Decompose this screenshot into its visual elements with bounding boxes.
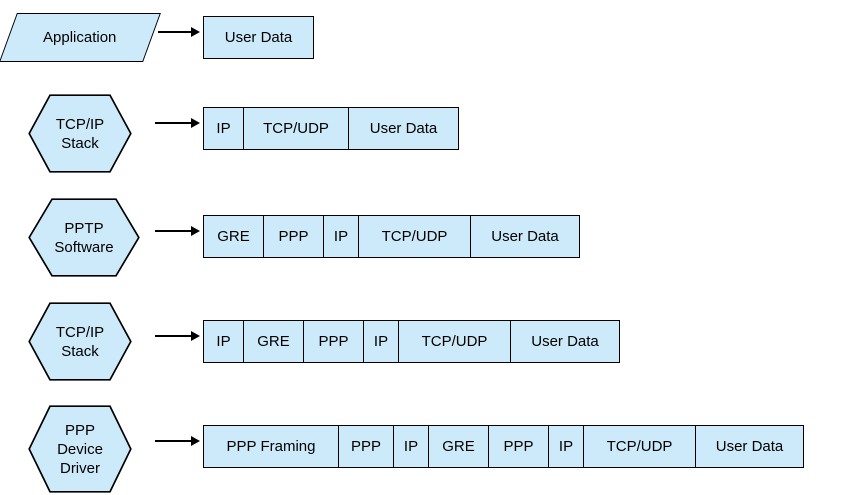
right-arrow-icon [158,26,200,38]
arrow-head [191,225,200,236]
right-arrow-icon [155,435,200,447]
packet-cell[interactable]: GRE [429,426,489,467]
hexagon-outline [28,405,132,493]
stage-shape-pptp-software[interactable]: PPTP Software [28,198,140,277]
arrow-head [191,330,200,341]
packet-cell[interactable]: TCP/UDP [584,426,696,467]
stage-shape-tcp-ip-stack-1[interactable]: TCP/IP Stack [28,94,132,173]
arrow-shaft [155,335,192,337]
stage-label-pptp-software: PPTP Software [54,219,114,256]
arrow-head [191,117,200,128]
hexagon-outline [28,94,132,173]
packet-cell[interactable]: User Data [511,321,619,362]
packet-cell[interactable]: User Data [471,216,579,257]
arrow-head [191,26,200,37]
packet-cell[interactable]: IP [394,426,429,467]
packet-cell[interactable]: PPP [304,321,364,362]
packet-cell[interactable]: PPP [264,216,324,257]
packet-bar-application: User Data [203,16,314,59]
packet-cell[interactable]: IP [364,321,399,362]
stage-label-tcp-ip-stack-2: TCP/IP Stack [55,323,105,360]
stage-shape-tcp-ip-stack-2[interactable]: TCP/IP Stack [28,302,132,381]
packet-cell[interactable]: IP [549,426,584,467]
right-arrow-icon [155,225,200,237]
packet-cell[interactable]: TCP/UDP [399,321,511,362]
packet-cell[interactable]: IP [204,108,244,149]
packet-cell[interactable]: PPP Framing [204,426,339,467]
packet-cell[interactable]: IP [324,216,359,257]
packet-cell[interactable]: TCP/UDP [359,216,471,257]
packet-cell[interactable]: GRE [204,216,264,257]
right-arrow-icon [155,330,200,342]
arrow-shaft [158,31,192,33]
packet-cell[interactable]: GRE [244,321,304,362]
packet-cell[interactable]: User Data [204,17,313,58]
packet-cell[interactable]: IP [204,321,244,362]
arrow-shaft [155,230,192,232]
packet-cell[interactable]: PPP [339,426,394,467]
packet-cell[interactable]: TCP/UDP [244,108,349,149]
stage-label-ppp-device-driver: PPP Device Driver [57,421,103,477]
arrow-head [191,435,200,446]
stage-shape-application[interactable]: Application [0,13,161,62]
arrow-shaft [155,440,192,442]
hexagon-outline [28,302,132,381]
packet-cell[interactable]: PPP [489,426,549,467]
stage-shape-ppp-device-driver[interactable]: PPP Device Driver [28,405,132,493]
packet-cell[interactable]: User Data [349,108,458,149]
packet-cell[interactable]: User Data [696,426,803,467]
hexagon-outline [28,198,140,277]
right-arrow-icon [155,117,200,129]
stage-label-application: Application [43,29,117,46]
arrow-shaft [155,122,192,124]
stage-label-tcp-ip-stack-1: TCP/IP Stack [55,115,105,152]
